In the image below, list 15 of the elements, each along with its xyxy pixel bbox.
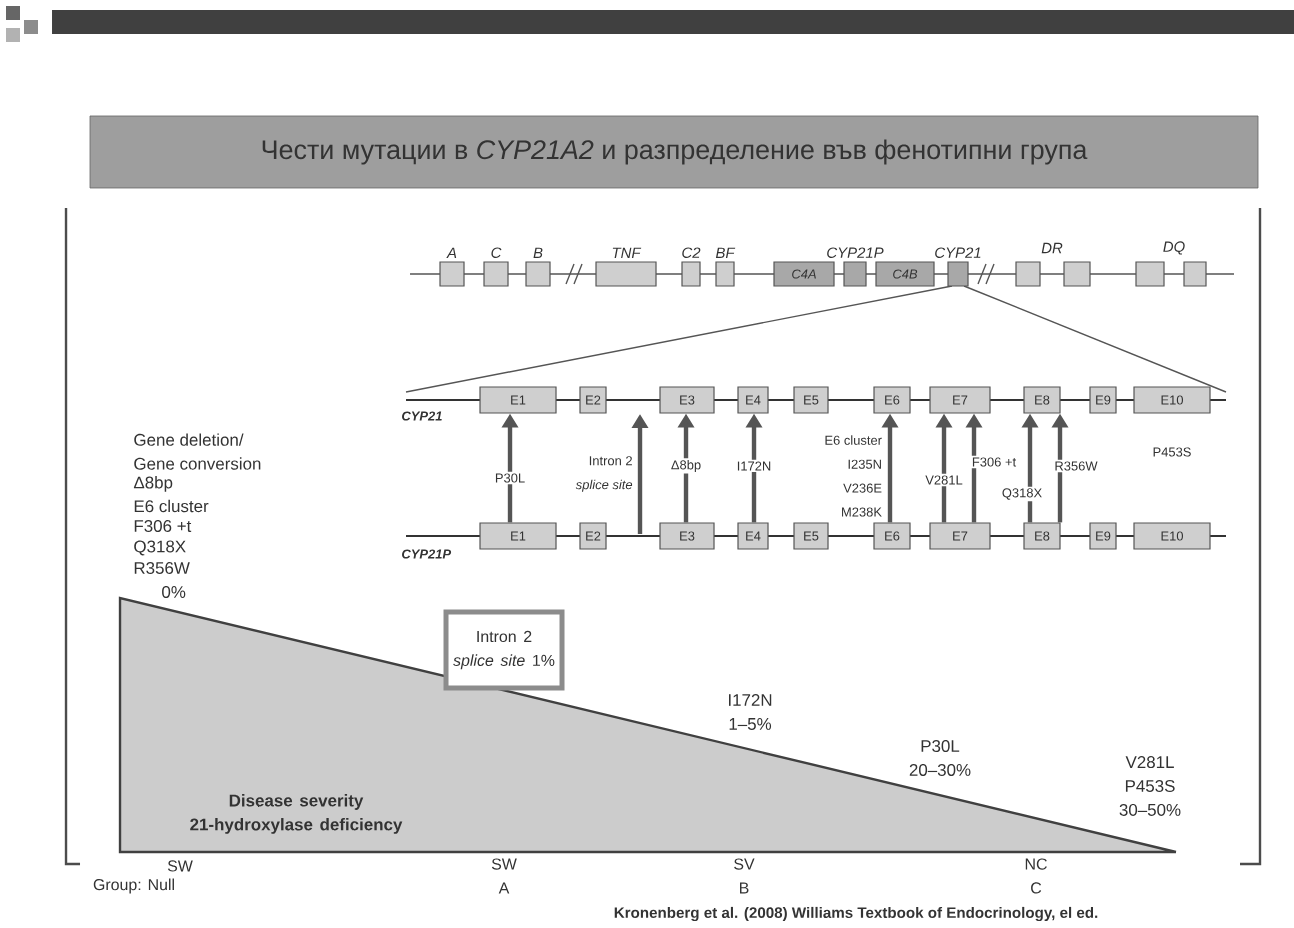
gene-box (1015, 261, 1041, 287)
mutation-list-item: F306 +t (134, 520, 192, 532)
frequency-label: 0% (162, 586, 186, 598)
mutation-list-item: R356W (134, 562, 190, 574)
frequency-label: I172N 1–5% (728, 694, 772, 730)
mutation-list-item: Δ8bp (133, 476, 173, 492)
gene-box (1183, 261, 1207, 287)
mutation-list-item: Q318X (134, 540, 186, 556)
mutation-list-item: E6 cluster (134, 499, 209, 513)
title-banner: Чести мутации в CYP21A2 и разпределение във фенотипни група (89, 115, 1259, 189)
frequency-label: P30L 20–30% (909, 740, 971, 776)
mutation-list-item: Gene deletion/ Gene conversion (134, 433, 261, 470)
frequency-label: V281L P453S 30–50% (1119, 756, 1181, 816)
gene-box (1063, 261, 1091, 287)
gene-box (1135, 261, 1165, 287)
